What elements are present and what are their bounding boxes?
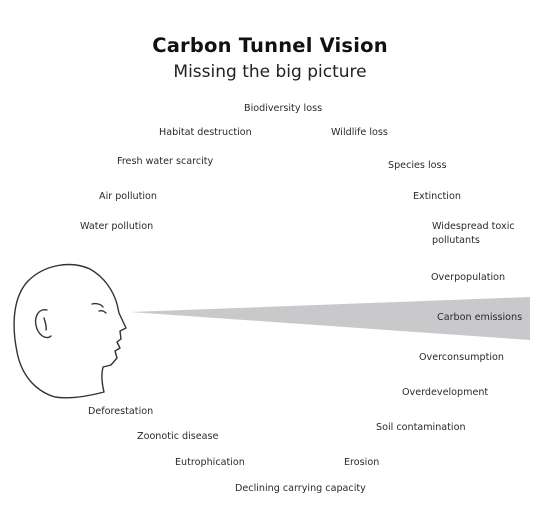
diagram-subtitle: Missing the big picture: [173, 62, 367, 82]
label-declining-carrying-capacity: Declining carrying capacity: [235, 483, 366, 494]
label-deforestation: Deforestation: [88, 406, 154, 417]
label-fresh-water-scarcity: Fresh water scarcity: [117, 156, 214, 167]
label-carbon-emissions: Carbon emissions: [437, 312, 523, 323]
label-widespread-toxic-pollutants-line1: Widespread toxic: [432, 221, 515, 232]
label-soil-contamination: Soil contamination: [376, 422, 466, 433]
label-habitat-destruction: Habitat destruction: [159, 127, 252, 138]
label-species-loss: Species loss: [388, 160, 447, 171]
label-overpopulation: Overpopulation: [431, 272, 506, 283]
label-wildlife-loss: Wildlife loss: [331, 127, 388, 138]
label-biodiversity-loss: Biodiversity loss: [244, 103, 323, 114]
label-overdevelopment: Overdevelopment: [402, 387, 489, 398]
label-extinction: Extinction: [413, 191, 461, 202]
head-profile-icon: [13, 263, 127, 399]
label-water-pollution: Water pollution: [80, 221, 154, 232]
label-air-pollution: Air pollution: [99, 191, 157, 202]
label-eutrophication: Eutrophication: [175, 457, 245, 468]
label-overconsumption: Overconsumption: [419, 352, 504, 363]
diagram-title: Carbon Tunnel Vision: [152, 34, 388, 57]
label-widespread-toxic-pollutants-line2: pollutants: [432, 235, 480, 246]
label-zoonotic-disease: Zoonotic disease: [137, 431, 219, 442]
label-erosion: Erosion: [344, 457, 380, 468]
tunnel-vision-cone: [130, 297, 530, 340]
